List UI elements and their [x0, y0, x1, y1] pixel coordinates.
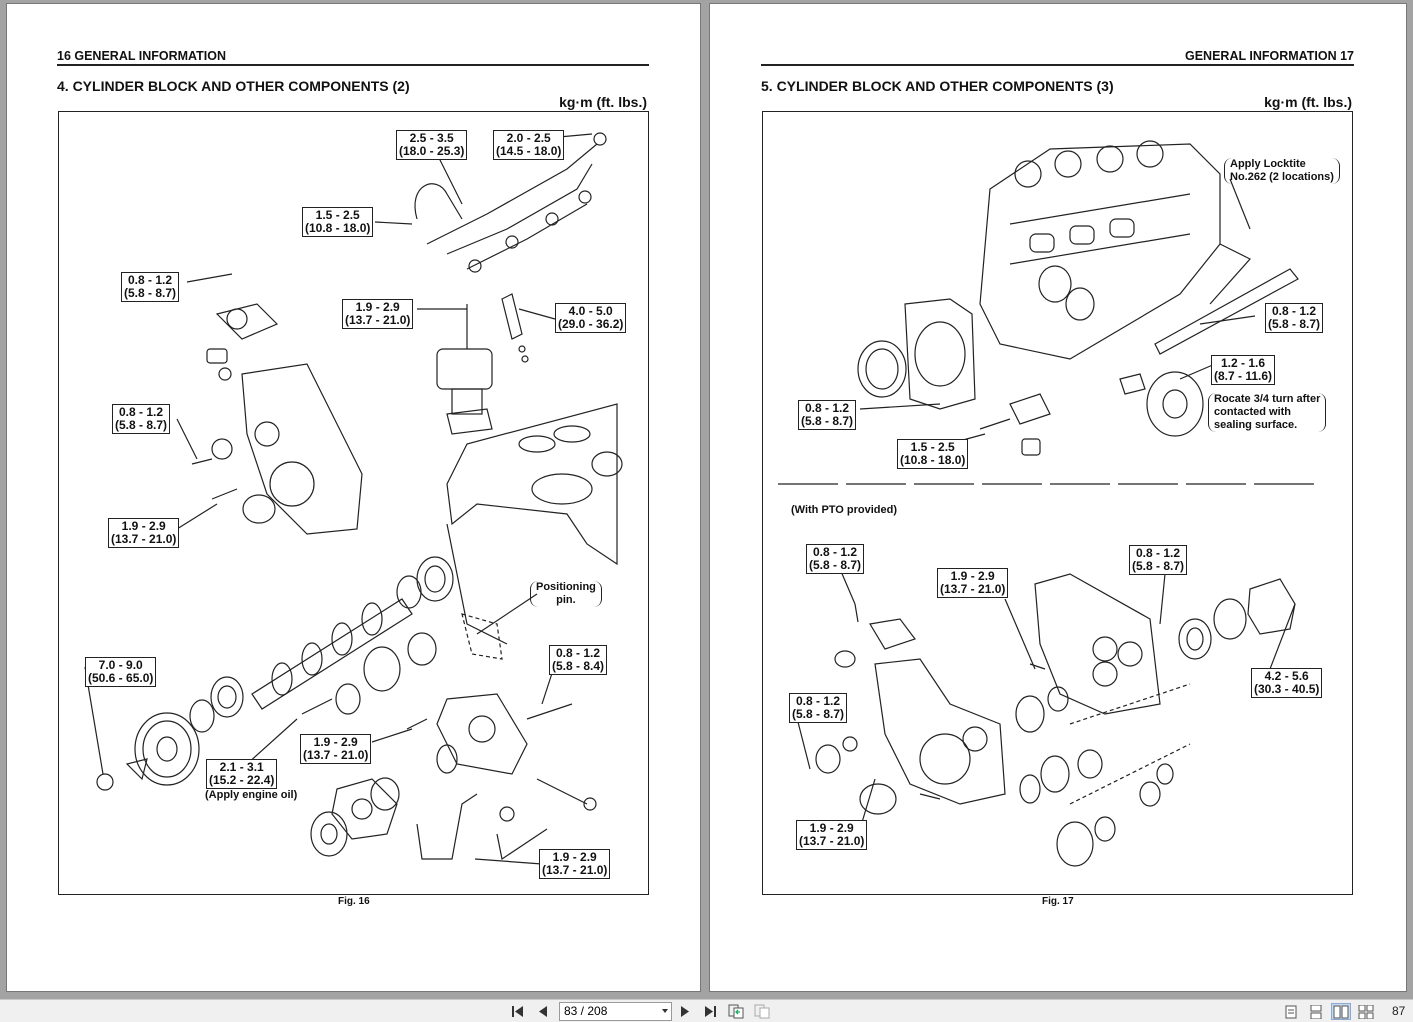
page-16: 16 GENERAL INFORMATION 4. CYLINDER BLOCK… [6, 3, 701, 992]
units-label: kg·m (ft. lbs.) [559, 94, 647, 110]
torque-label: 0.8 - 1.2(5.8 - 8.7) [798, 400, 857, 430]
figure-caption: Fig. 16 [338, 896, 370, 907]
torque-label: 2.0 - 2.5(14.5 - 18.0) [493, 130, 565, 160]
torque-label: 1.5 - 2.5(10.8 - 18.0) [302, 207, 374, 237]
go-forward-icon[interactable] [754, 1004, 770, 1019]
torque-label: 1.2 - 1.6(8.7 - 11.6) [1211, 355, 1276, 385]
two-page-continuous-view-icon[interactable] [1356, 1003, 1376, 1020]
torque-label: 1.9 - 2.9(13.7 - 21.0) [300, 734, 372, 764]
page-header: 16 GENERAL INFORMATION [57, 49, 226, 63]
page-number-value: 83 / 208 [564, 1004, 608, 1018]
section-title: 5. CYLINDER BLOCK AND OTHER COMPONENTS (… [761, 78, 1114, 94]
last-page-icon[interactable] [702, 1004, 718, 1019]
torque-label: 1.5 - 2.5(10.8 - 18.0) [897, 439, 969, 469]
exploded-engine-diagram-16 [84, 132, 623, 865]
torque-label: 7.0 - 9.0(50.6 - 65.0) [85, 657, 157, 687]
header-rule [761, 64, 1354, 66]
torque-label: 0.8 - 1.2(5.8 - 8.7) [121, 272, 180, 302]
navigation-toolbar: 83 / 208 87 [0, 999, 1413, 1022]
torque-label: 4.0 - 5.0(29.0 - 36.2) [555, 303, 627, 333]
torque-label: 0.8 - 1.2(5.8 - 8.7) [789, 693, 848, 723]
pto-note: (With PTO provided) [791, 504, 898, 516]
figure-caption: Fig. 17 [1042, 896, 1074, 907]
torque-label: 0.8 - 1.2(5.8 - 8.7) [1265, 303, 1324, 333]
two-page-view-icon[interactable] [1331, 1003, 1351, 1020]
torque-label: 0.8 - 1.2(5.8 - 8.7) [112, 404, 171, 434]
chevron-down-icon [662, 1009, 668, 1013]
prev-page-icon[interactable] [535, 1004, 551, 1019]
torque-label: 1.9 - 2.9(13.7 - 21.0) [342, 299, 414, 329]
torque-label: 0.8 - 1.2(5.8 - 8.4) [549, 645, 608, 675]
torque-label: 0.8 - 1.2(5.8 - 8.7) [806, 544, 865, 574]
torque-label: 1.9 - 2.9(13.7 - 21.0) [796, 820, 868, 850]
torque-label: 2.5 - 3.5(18.0 - 25.3) [396, 130, 468, 160]
torque-label: 4.2 - 5.6(30.3 - 40.5) [1251, 668, 1323, 698]
continuous-view-icon[interactable] [1306, 1003, 1326, 1020]
exploded-engine-diagram-17 [778, 140, 1318, 867]
header-rule [57, 64, 649, 66]
engine-oil-note: (Apply engine oil) [205, 789, 298, 801]
torque-label: 1.9 - 2.9(13.7 - 21.0) [108, 518, 180, 548]
document-viewport[interactable]: 16 GENERAL INFORMATION 4. CYLINDER BLOCK… [0, 0, 1413, 999]
single-page-view-icon[interactable] [1281, 1003, 1301, 1020]
page-number-select[interactable]: 83 / 208 [559, 1002, 672, 1021]
torque-label: 1.9 - 2.9(13.7 - 21.0) [539, 849, 611, 879]
torque-label: 0.8 - 1.2(5.8 - 8.7) [1129, 545, 1188, 575]
figure-17-frame [762, 111, 1353, 895]
units-label: kg·m (ft. lbs.) [1264, 94, 1352, 110]
next-page-icon[interactable] [677, 1004, 693, 1019]
torque-label: 1.9 - 2.9(13.7 - 21.0) [937, 568, 1009, 598]
go-back-icon[interactable] [728, 1004, 744, 1019]
section-title: 4. CYLINDER BLOCK AND OTHER COMPONENTS (… [57, 78, 410, 94]
torque-label: 2.1 - 3.1(15.2 - 22.4) [206, 759, 278, 789]
first-page-icon[interactable] [510, 1004, 526, 1019]
page-17: GENERAL INFORMATION 17 5. CYLINDER BLOCK… [709, 3, 1407, 992]
page-header: GENERAL INFORMATION 17 [1185, 49, 1354, 63]
zoom-level: 87 [1392, 1004, 1406, 1018]
